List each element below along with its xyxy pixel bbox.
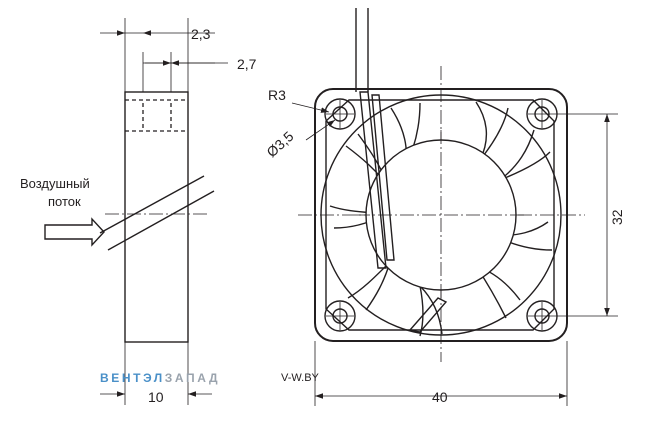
svg-text:ВЕНТЭЛЗАПАД: ВЕНТЭЛЗАПАД	[100, 371, 220, 385]
dimension-32-label: 32	[609, 209, 625, 225]
airflow-label-line1: Воздушный	[20, 176, 90, 191]
hole-diameter-callout: Ø3,5	[263, 119, 336, 160]
dimension-2-3-label: 2,3	[191, 26, 211, 42]
dimension-2-7-label: 2,7	[237, 56, 257, 72]
dimension-10: 10	[100, 389, 212, 405]
hidden-mount-slot	[125, 99, 188, 132]
fan-frame-outer	[314, 88, 568, 342]
airflow-label-line2: поток	[48, 194, 81, 209]
dimension-32: 32	[556, 113, 625, 317]
watermark-site: V-W.BY	[281, 372, 320, 384]
airflow-arrow-icon	[44, 217, 105, 247]
mounting-hole-top-left	[324, 98, 356, 130]
fan-lead-wires	[355, 8, 369, 92]
side-view: 2,3 2,7 Воздушный поток	[20, 18, 257, 405]
watermark-brand-part2: ЗАПАД	[165, 371, 220, 385]
dimension-10-label: 10	[148, 389, 164, 405]
mounting-hole-bottom-right	[526, 300, 558, 332]
break-lines	[99, 175, 215, 251]
dimension-40: 40	[314, 341, 568, 406]
front-view: R3 Ø3,5 32 40	[263, 8, 625, 406]
watermark: ВЕНТЭЛЗАПАД V-W.BY	[100, 371, 320, 385]
radius-label: R3	[268, 87, 286, 103]
fan-throat	[320, 94, 562, 336]
mounting-hole-bottom-left	[324, 300, 356, 332]
mounting-hole-top-right	[526, 98, 558, 130]
radius-callout: R3	[268, 87, 330, 113]
watermark-brand-part1: ВЕНТЭЛ	[100, 371, 165, 385]
dimension-40-label: 40	[432, 389, 448, 405]
fan-side-body	[124, 91, 189, 343]
dimension-2-7: 2,7	[143, 56, 257, 72]
hole-diameter-label: Ø3,5	[263, 128, 296, 160]
dimension-2-3: 2,3	[100, 26, 215, 42]
wire-support-strut	[359, 91, 448, 333]
